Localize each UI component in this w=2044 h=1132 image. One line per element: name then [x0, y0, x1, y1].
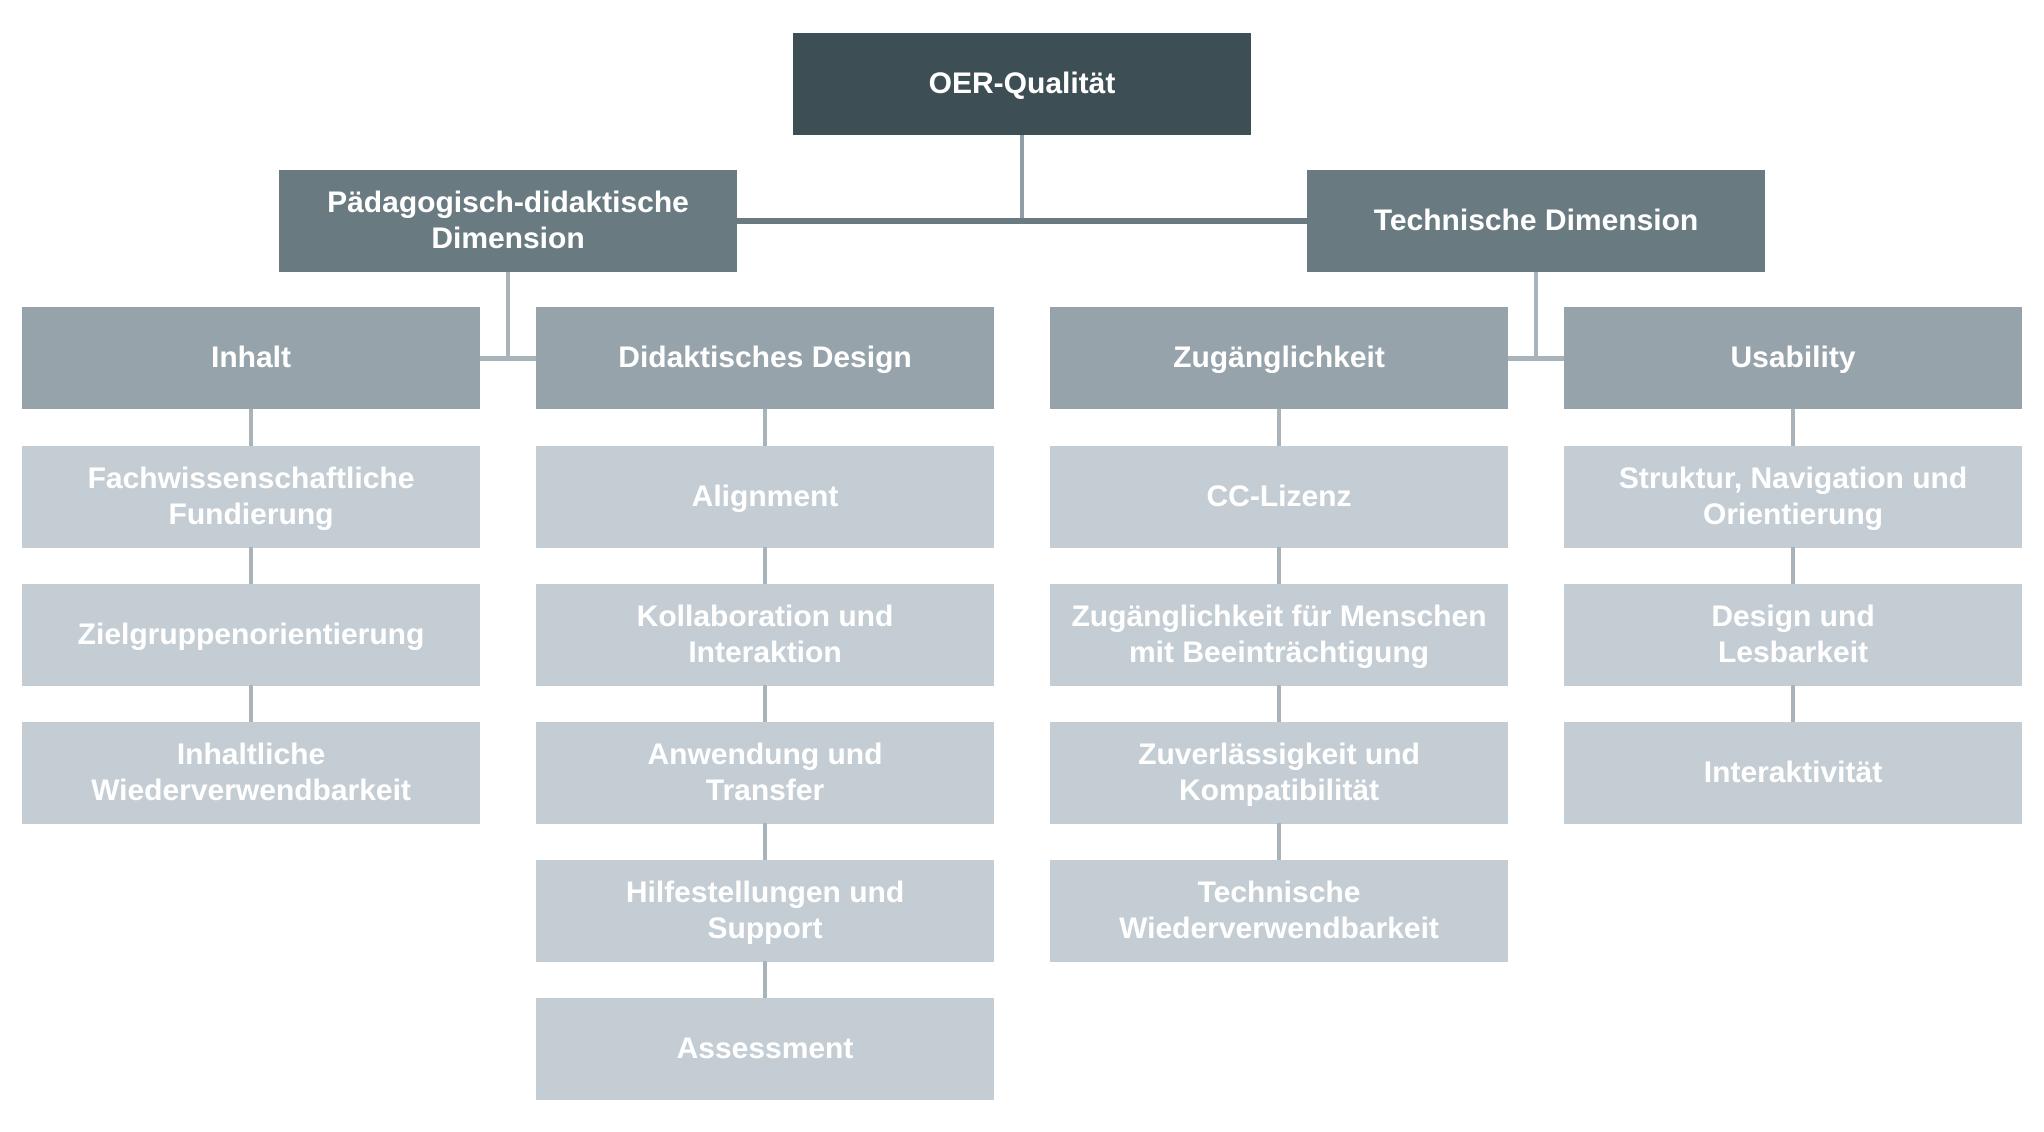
connector-col1-seg1: [249, 409, 253, 446]
dimension-node-paedagogisch-didaktisch: Pädagogisch-didaktische Dimension: [279, 170, 737, 272]
root-node-oer-qualitaet: OER-Qualität: [793, 33, 1251, 135]
connector-col2-seg5: [763, 961, 767, 998]
criterion-node-inhaltliche-wiederverwendbarkeit: Inhaltliche Wiederverwendbarkeit: [22, 722, 480, 824]
connector-col2-seg4: [763, 823, 767, 860]
connector-col3-seg1: [1277, 409, 1281, 446]
criterion-node-alignment: Alignment: [536, 446, 994, 548]
connector-col1-seg3: [249, 685, 253, 722]
category-node-zugaenglichkeit: Zugänglichkeit: [1050, 307, 1508, 409]
criterion-node-zugaenglichkeit-beeintraechtigung: Zugänglichkeit für Menschen mit Beeinträ…: [1050, 584, 1508, 686]
connector-col2-seg3: [763, 685, 767, 722]
criterion-node-cc-lizenz: CC-Lizenz: [1050, 446, 1508, 548]
connector-root-vertical: [1020, 135, 1024, 221]
criterion-node-interaktivitaet: Interaktivität: [1564, 722, 2022, 824]
criterion-node-technische-wiederverwendbarkeit: Technische Wiederverwendbarkeit: [1050, 860, 1508, 962]
dimension-node-technisch: Technische Dimension: [1307, 170, 1765, 272]
category-node-usability: Usability: [1564, 307, 2022, 409]
connector-col3-seg4: [1277, 823, 1281, 860]
criterion-node-zuverlaessigkeit-und-kompatibilitaet: Zuverlässigkeit und Kompatibilität: [1050, 722, 1508, 824]
criterion-node-design-und-lesbarkeit: Design und Lesbarkeit: [1564, 584, 2022, 686]
connector-col4-seg2: [1791, 547, 1795, 584]
connector-root-horizontal: [737, 218, 1307, 224]
category-node-didaktisches-design: Didaktisches Design: [536, 307, 994, 409]
connector-col2-seg1: [763, 409, 767, 446]
connector-col3-seg3: [1277, 685, 1281, 722]
criterion-node-hilfestellungen-und-support: Hilfestellungen und Support: [536, 860, 994, 962]
connector-dimension1-bridge: [480, 356, 536, 361]
connector-dimension2-bridge: [1508, 356, 1564, 361]
connector-dimension2-vertical: [1534, 272, 1538, 358]
criterion-node-struktur-navigation-orientierung: Struktur, Navigation und Orientierung: [1564, 446, 2022, 548]
connector-col4-seg3: [1791, 685, 1795, 722]
criterion-node-anwendung-und-transfer: Anwendung und Transfer: [536, 722, 994, 824]
category-node-inhalt: Inhalt: [22, 307, 480, 409]
connector-col3-seg2: [1277, 547, 1281, 584]
connector-col4-seg1: [1791, 409, 1795, 446]
criterion-node-kollaboration-und-interaktion: Kollaboration und Interaktion: [536, 584, 994, 686]
criterion-node-assessment: Assessment: [536, 998, 994, 1100]
connector-col2-seg2: [763, 547, 767, 584]
criterion-node-zielgruppenorientierung: Zielgruppenorientierung: [22, 584, 480, 686]
criterion-node-fachwissenschaftliche-fundierung: Fachwissenschaftliche Fundierung: [22, 446, 480, 548]
connector-col1-seg2: [249, 547, 253, 584]
connector-dimension1-vertical: [506, 272, 510, 358]
